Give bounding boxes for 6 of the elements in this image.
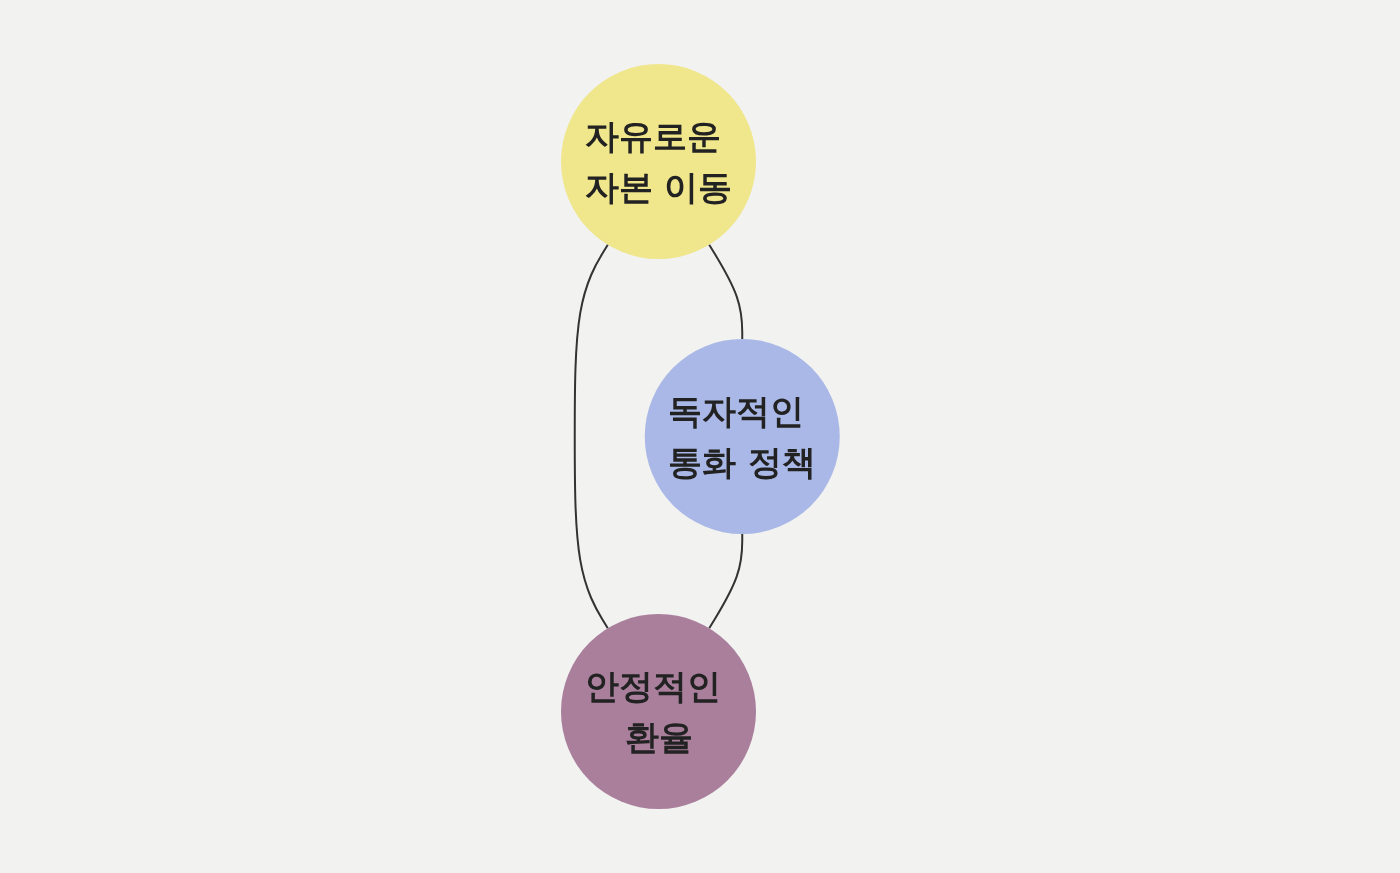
- connector: [707, 243, 743, 340]
- node-circle: 자유로운 자본 이동: [560, 64, 756, 259]
- connector: [707, 533, 743, 630]
- node-circle: 안정적인 환율: [560, 614, 756, 809]
- connector: [573, 243, 609, 630]
- node-circle: 독자적인 통화 정책: [644, 339, 840, 534]
